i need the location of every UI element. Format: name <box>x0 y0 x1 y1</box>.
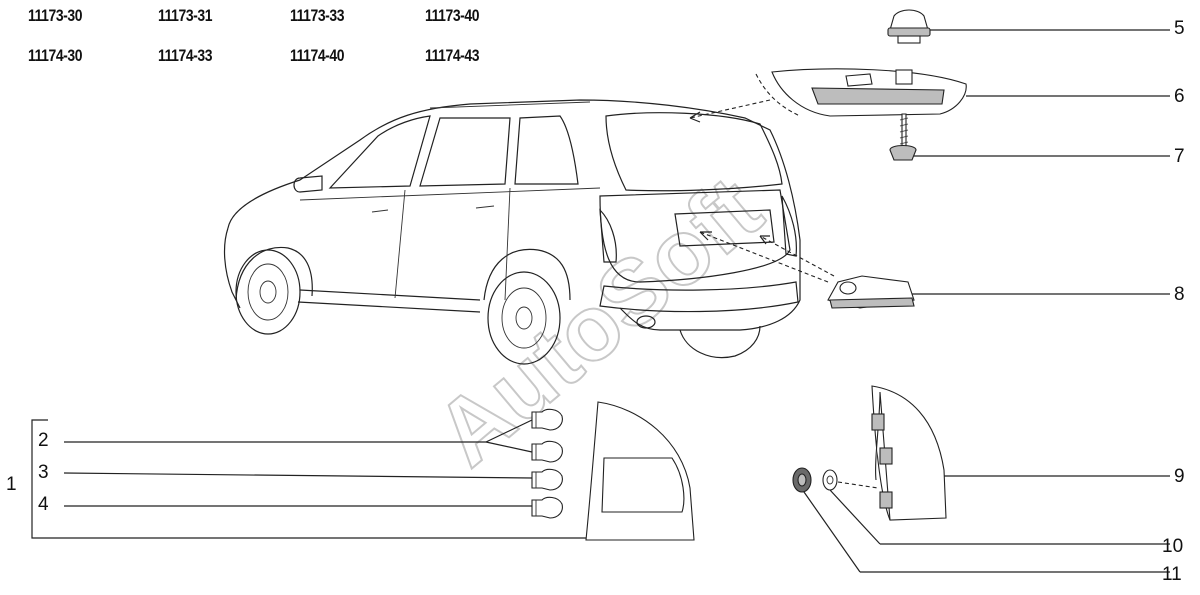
car-illustration <box>223 99 801 365</box>
callout-9: 9 <box>1174 466 1185 487</box>
model-code: 11173-31 <box>158 6 213 25</box>
part-8-license-lamp <box>699 231 1170 309</box>
part-11-nut <box>792 467 1170 573</box>
part-1-tail-lamp <box>585 401 695 541</box>
bulb-icon <box>531 496 563 519</box>
bulb-icon <box>531 468 563 491</box>
part-6-high-stop-lamp <box>755 68 1170 117</box>
callout-8: 8 <box>1174 284 1185 305</box>
model-code: 11173-40 <box>425 6 480 25</box>
model-code: 11174-40 <box>290 46 345 65</box>
model-code: 11173-33 <box>290 6 345 25</box>
callout-7: 7 <box>1174 146 1185 167</box>
bulbs-group <box>31 408 586 539</box>
callout-2: 2 <box>38 430 49 451</box>
callout-5: 5 <box>1174 18 1185 39</box>
callout-4: 4 <box>38 494 49 515</box>
callout-11: 11 <box>1162 564 1182 585</box>
arrow-lamp-to-car <box>689 99 771 123</box>
callout-10: 10 <box>1162 536 1184 557</box>
callout-6: 6 <box>1174 86 1185 107</box>
model-code: 11173-30 <box>28 6 83 25</box>
part-9-tail-lamp-unit <box>871 385 1170 521</box>
bulb-icon <box>531 408 563 431</box>
callout-3: 3 <box>38 462 49 483</box>
part-10-washer <box>822 469 1170 545</box>
model-codes-block: 11173-30 11173-31 11173-33 11173-40 1117… <box>0 0 520 80</box>
part-7-screw <box>889 113 1170 161</box>
callout-1: 1 <box>6 474 17 495</box>
model-code: 11174-33 <box>158 46 213 65</box>
part-5-bulb-holder <box>887 9 1170 44</box>
bulb-icon <box>531 440 563 463</box>
model-code: 11174-43 <box>425 46 480 65</box>
model-code: 11174-30 <box>28 46 83 65</box>
